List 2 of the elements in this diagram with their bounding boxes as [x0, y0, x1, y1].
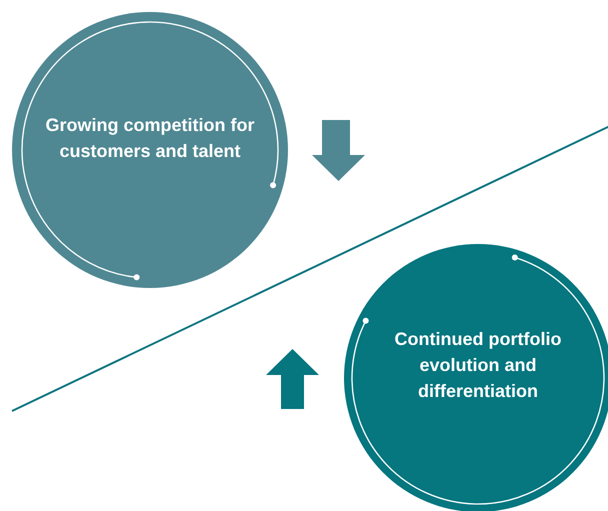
circle-text: Growing competition for customers and talent — [44, 114, 256, 163]
circle-text: Continued portfolio evolution and differentiation — [394, 328, 562, 403]
